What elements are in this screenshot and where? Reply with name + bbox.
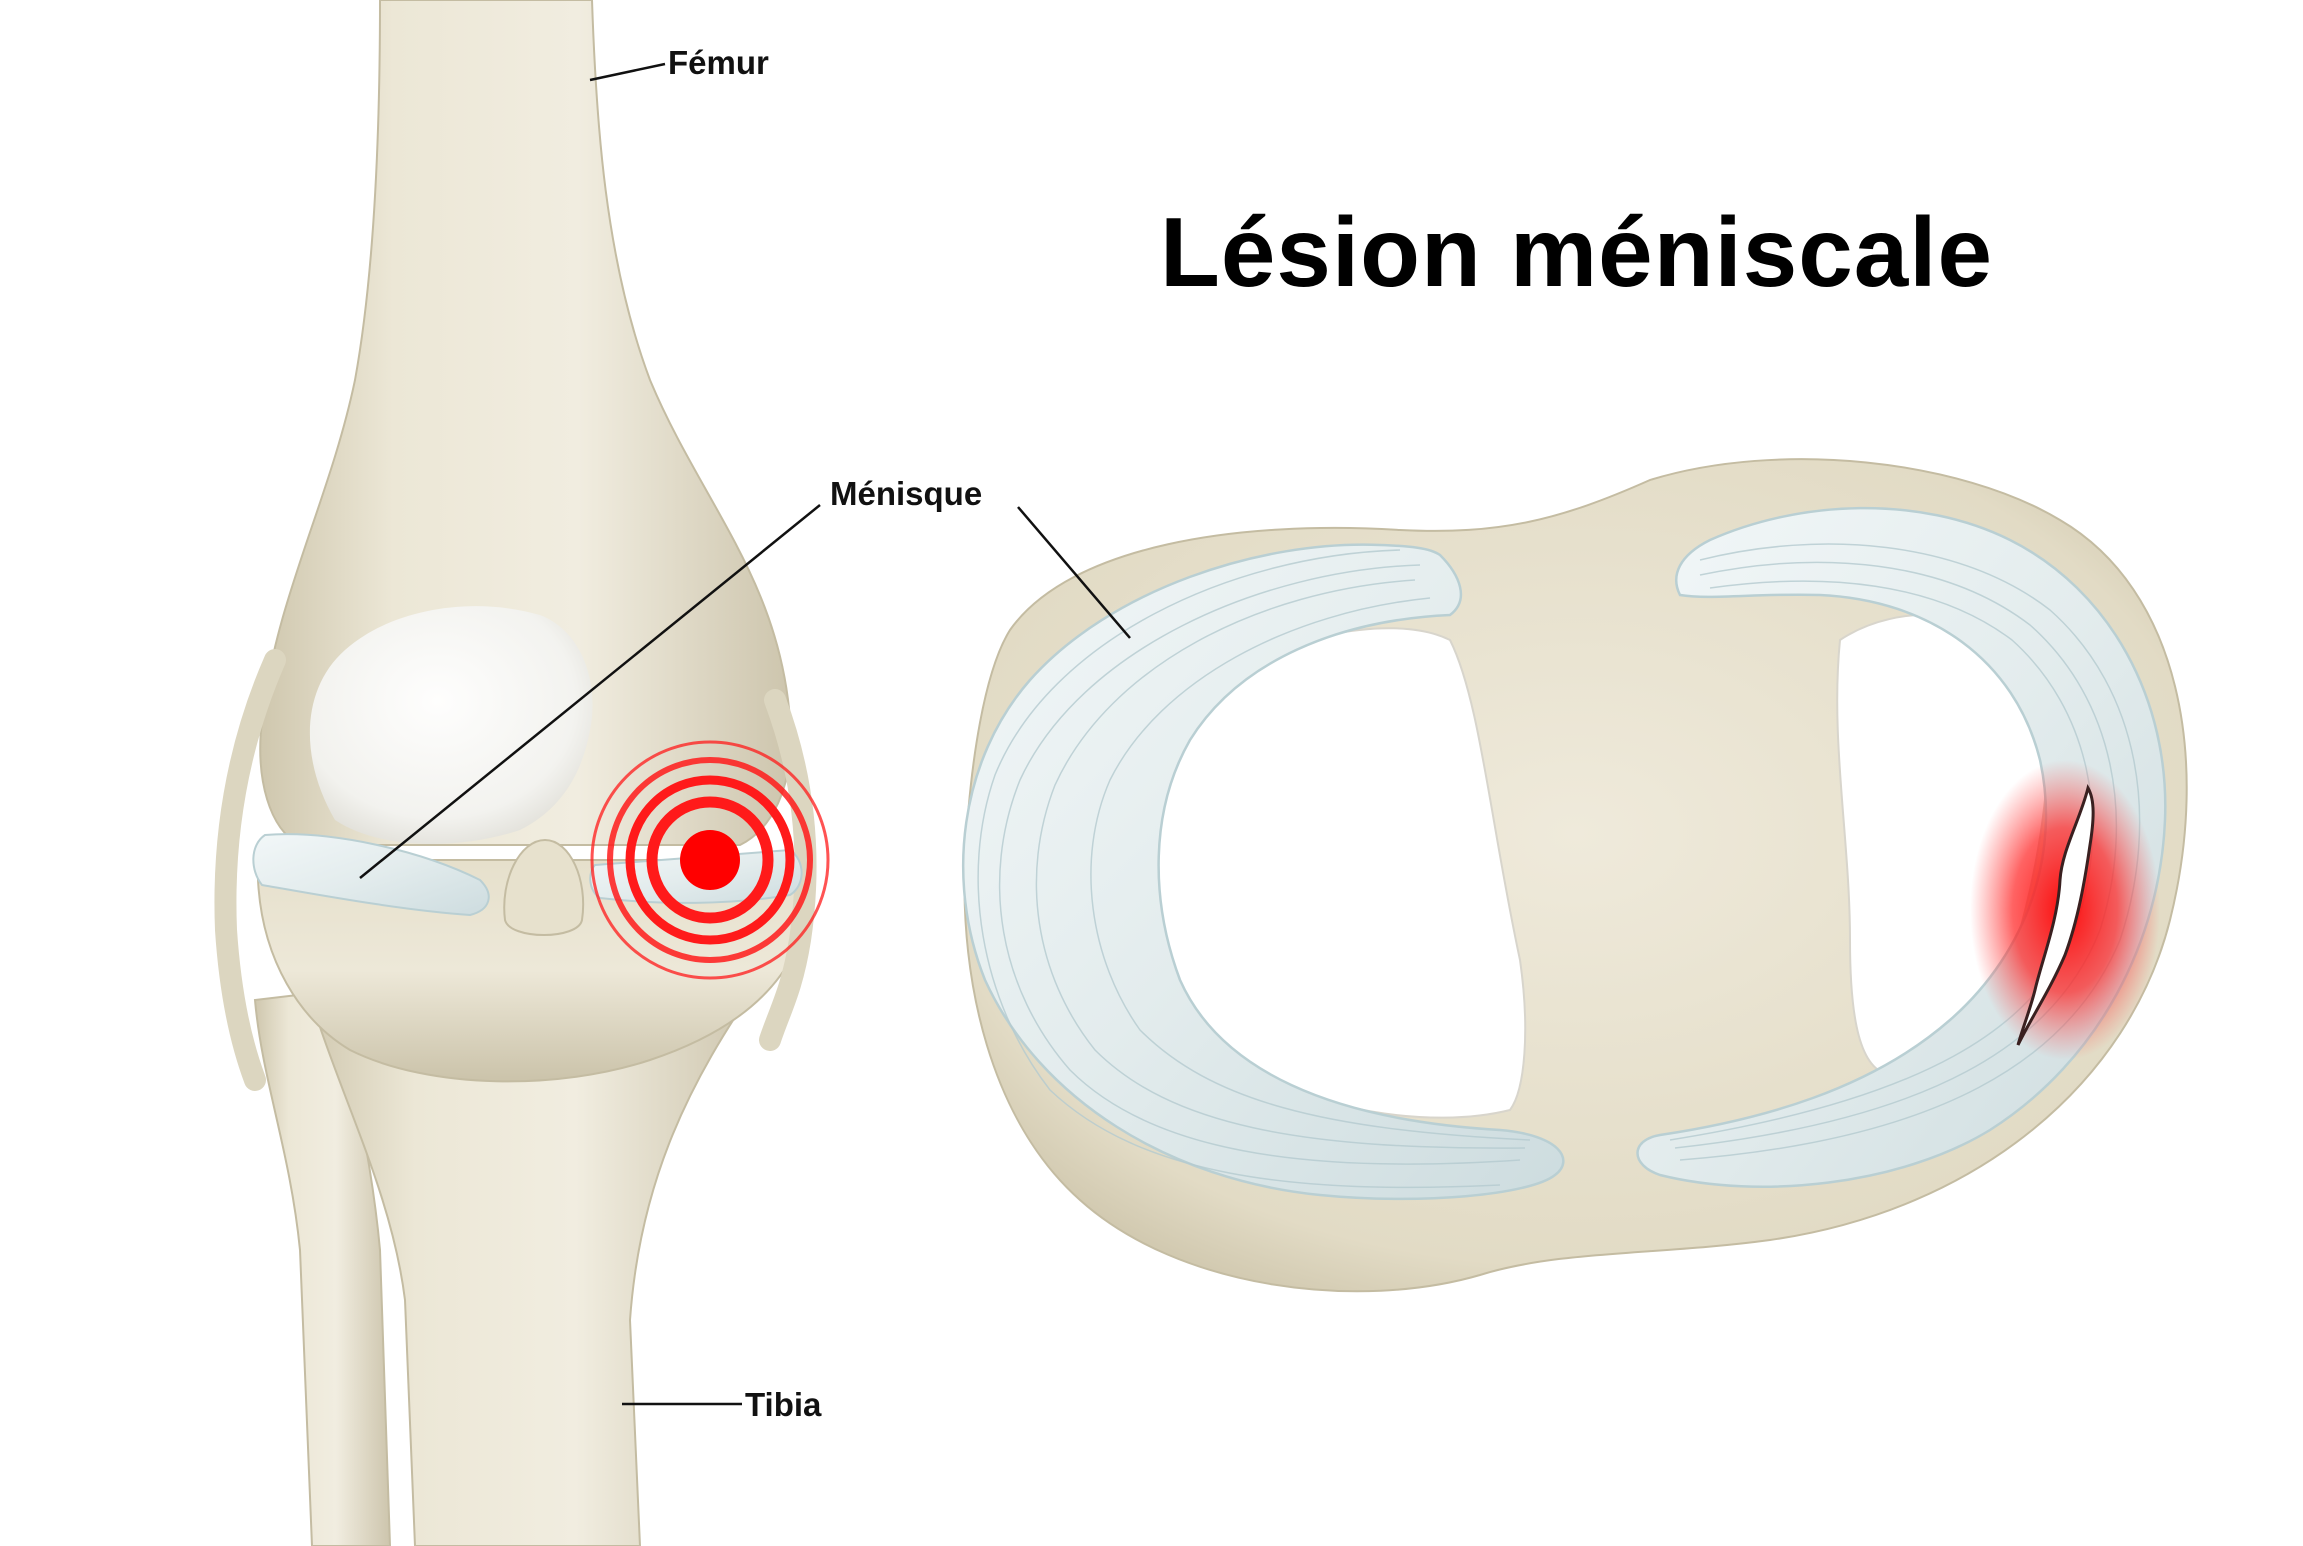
- lateral-collateral-ligament: [759, 689, 817, 1051]
- label-menisque: Ménisque: [830, 475, 983, 512]
- knee-front-view: [214, 0, 830, 1546]
- meniscus-tear-icon: [2016, 784, 2095, 1046]
- tibial-spine: [503, 838, 585, 936]
- tibial-plateau-top-view: [961, 458, 2188, 1293]
- femoral-cartilage: [309, 606, 593, 844]
- label-tibia: Tibia: [745, 1386, 822, 1423]
- leader-menisque-right: [1017, 506, 1131, 639]
- label-femur: Fémur: [668, 44, 769, 81]
- leader-femur: [589, 62, 666, 82]
- medial-meniscus: [961, 543, 1565, 1201]
- page-title: Lésion méniscale: [1160, 197, 1994, 307]
- concentric-red-target-icon: [590, 740, 830, 980]
- leader-menisque-left: [359, 504, 821, 879]
- meniscus-front: [252, 833, 490, 917]
- tibia: [298, 958, 762, 1546]
- medial-collateral-ligament: [214, 649, 286, 1091]
- medial-meniscus-fibres: [977, 549, 1531, 1189]
